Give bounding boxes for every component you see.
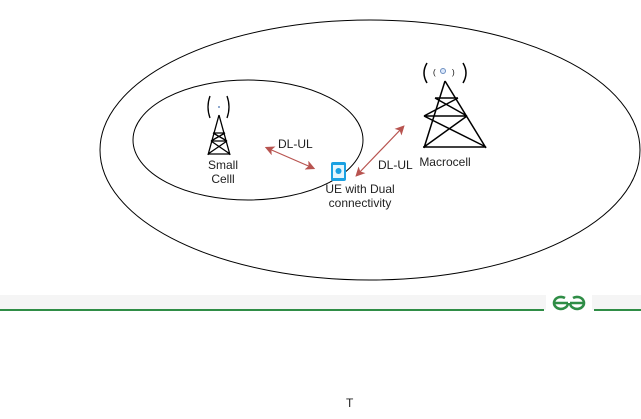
footer-band	[0, 295, 641, 310]
macrocell-link-arrow	[355, 125, 405, 177]
small-cell-label: Small Celll	[207, 158, 238, 186]
small-cell-tower-icon	[207, 95, 231, 156]
ue-phone-icon	[331, 162, 346, 181]
gfg-logo	[546, 292, 592, 314]
footer-divider-right	[594, 309, 641, 311]
cursor-text: T	[346, 396, 354, 410]
ue-label: UE with Dual connectivity	[325, 182, 395, 210]
macrocell-link-label: DL-UL	[378, 158, 413, 172]
macrocell-label: Macrocell	[419, 155, 471, 169]
svg-text:(: (	[433, 68, 436, 77]
footer-divider	[0, 309, 544, 311]
macrocell-coverage	[99, 19, 641, 281]
small-cell-link-label: DL-UL	[278, 137, 313, 151]
svg-text:): )	[452, 68, 455, 77]
small-cell-link-arrow	[264, 146, 316, 170]
macrocell-tower-icon: ()	[423, 62, 487, 149]
